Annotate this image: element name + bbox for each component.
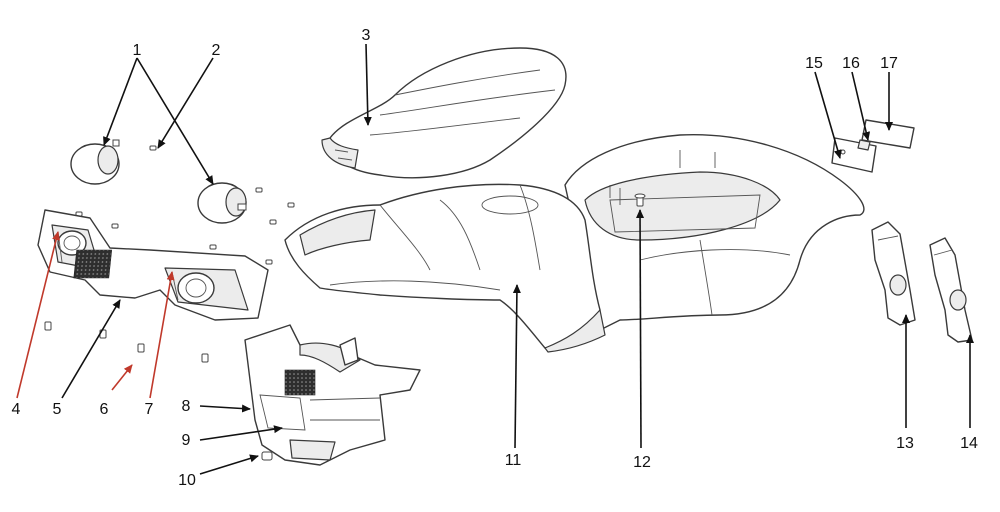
- leader-2: [157, 57, 214, 149]
- headlight-left-part: [70, 139, 120, 185]
- callout-labels: 1 2 3 4 5 6 7 8 9 10 11 12 13 14 15 16 1…: [12, 27, 978, 489]
- callout-13: 13: [896, 435, 914, 452]
- leader-8: [199, 404, 251, 413]
- leader-9: [199, 425, 283, 441]
- callout-6: 6: [100, 401, 109, 418]
- callout-10: 10: [178, 472, 196, 489]
- leader-6: [111, 364, 133, 391]
- front-lower-panel-part: [244, 324, 421, 466]
- side-guard-right-part: [929, 237, 973, 343]
- headlight-right-part: [197, 182, 247, 224]
- callout-14: 14: [960, 435, 978, 452]
- callout-8: 8: [182, 398, 191, 415]
- leader-11: [512, 284, 521, 449]
- callout-4: 4: [12, 401, 21, 418]
- seat-part: [321, 47, 567, 179]
- callout-5: 5: [53, 401, 62, 418]
- front-bezel-part: [37, 209, 269, 321]
- license-bracket-parts: [831, 119, 915, 173]
- leader-10: [199, 454, 259, 475]
- side-guard-left-part: [871, 221, 916, 326]
- callout-15: 15: [805, 55, 823, 72]
- callout-3: 3: [362, 27, 371, 44]
- leader-16: [851, 71, 871, 141]
- callout-16: 16: [842, 55, 860, 72]
- callout-9: 9: [182, 432, 191, 449]
- callout-12: 12: [633, 454, 651, 471]
- leader-5: [61, 299, 121, 399]
- leader-4: [16, 231, 60, 399]
- leader-3: [363, 43, 372, 126]
- leader-12: [636, 209, 645, 449]
- leader-15: [814, 71, 842, 159]
- leader-lines: [16, 43, 974, 475]
- callout-17: 17: [880, 55, 898, 72]
- leader-7: [149, 271, 175, 399]
- callout-7: 7: [145, 401, 154, 418]
- fastener-12: [634, 193, 646, 207]
- leader-1a: [103, 57, 138, 146]
- callout-11: 11: [505, 452, 522, 469]
- callout-1: 1: [133, 42, 142, 59]
- callout-2: 2: [212, 42, 221, 59]
